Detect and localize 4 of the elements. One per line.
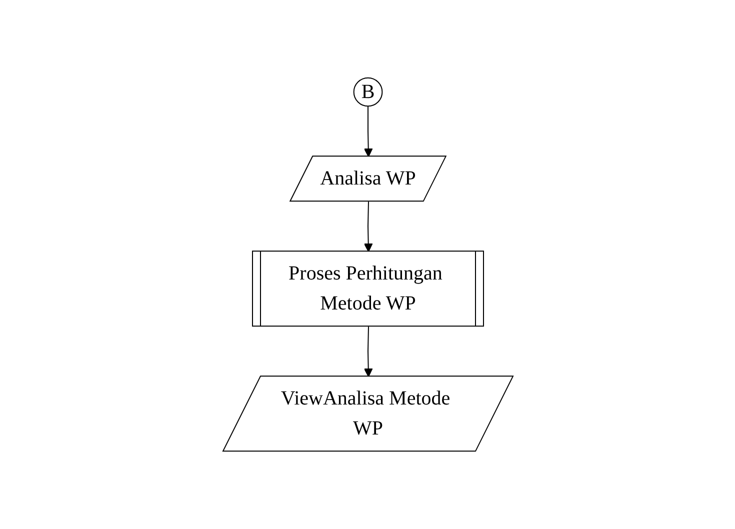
arrow — [363, 326, 372, 378]
arrow — [363, 202, 372, 252]
node-circle: B — [352, 78, 382, 108]
arrow — [363, 106, 372, 158]
